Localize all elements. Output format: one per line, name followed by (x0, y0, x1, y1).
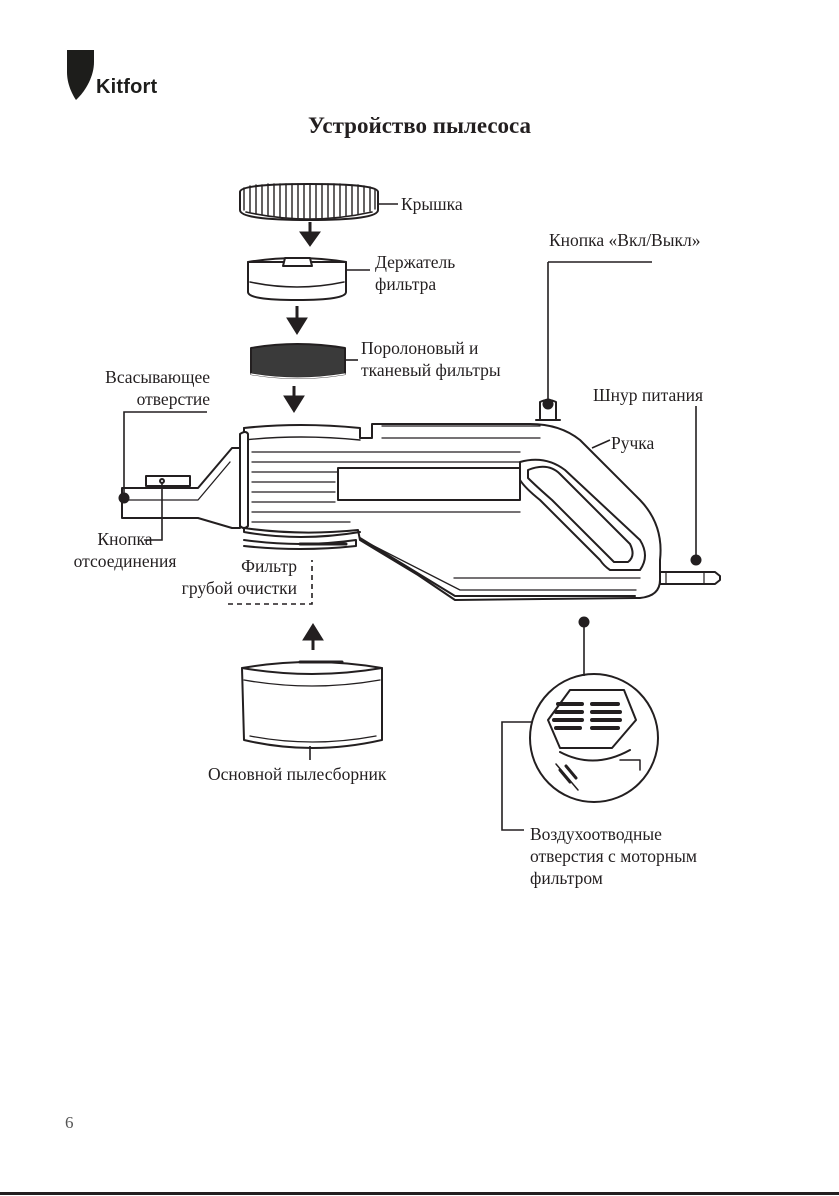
label-exhaust-line: фильтром (530, 867, 697, 889)
label-exhaust: Воздухоотводные отверстия с моторным фил… (530, 823, 697, 889)
label-suction-opening: Всасывающее отверстие (60, 366, 210, 410)
label-filter-holder-line: Держатель (375, 251, 455, 273)
label-suction-opening-line: отверстие (60, 388, 210, 410)
label-power-cord: Шнур питания (593, 384, 703, 406)
label-dust-container: Основной пылесборник (208, 763, 386, 785)
label-filter-holder: Держатель фильтра (375, 251, 455, 295)
exhaust-detail-illustration (530, 674, 658, 802)
dust-container-illustration (242, 662, 382, 748)
label-coarse-filter-line: грубой очистки (150, 577, 297, 599)
label-suction-opening-line: Всасывающее (60, 366, 210, 388)
label-coarse-filter-line: Фильтр (150, 555, 297, 577)
label-lid: Крышка (401, 193, 463, 215)
label-power-button: Кнопка «Вкл/Выкл» (549, 229, 700, 251)
label-exhaust-line: отверстия с моторным (530, 845, 697, 867)
label-coarse-filter: Фильтр грубой очистки (150, 555, 297, 599)
bottom-rule (0, 1192, 839, 1195)
page-number: 6 (65, 1113, 74, 1133)
nozzle-illustration (122, 448, 240, 528)
label-foam-filters-line: Поролоновый и (361, 337, 501, 359)
foam-filter-illustration (251, 344, 345, 378)
filter-holder-illustration (248, 258, 346, 300)
vacuum-body-illustration (240, 400, 661, 600)
label-release-button-line: Кнопка (60, 528, 190, 550)
label-filter-holder-line: фильтра (375, 273, 455, 295)
label-handle: Ручка (611, 432, 654, 454)
label-exhaust-line: Воздухоотводные (530, 823, 697, 845)
label-foam-filters-line: тканевый фильтры (361, 359, 501, 381)
lid-illustration (240, 184, 378, 220)
power-cord-illustration (660, 572, 720, 584)
label-foam-filters: Поролоновый и тканевый фильтры (361, 337, 501, 381)
